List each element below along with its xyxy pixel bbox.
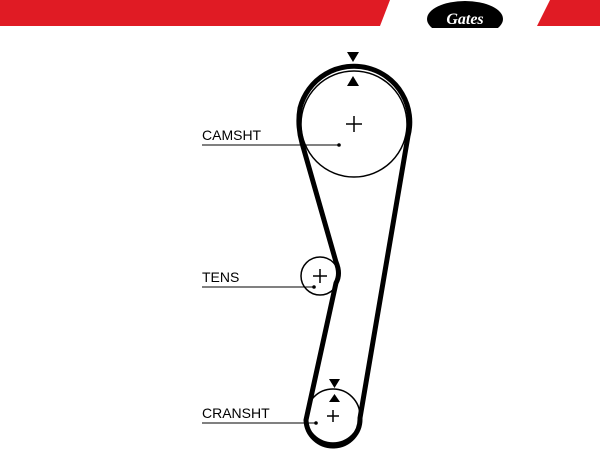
red-banner-left <box>0 0 390 26</box>
tensioner-label: TENS <box>202 269 239 285</box>
camshaft-center-icon <box>346 116 362 132</box>
tensioner-center-icon <box>313 269 327 283</box>
crankshaft-center-icon <box>327 410 339 422</box>
header-banner: Gates <box>0 0 600 28</box>
header-banner-graphic: Gates <box>0 0 600 28</box>
camshaft-timing-mark-lower-icon <box>347 76 359 86</box>
crankshaft-timing-mark-icon <box>329 379 340 388</box>
crankshaft-leader-dot <box>314 421 318 425</box>
red-banner-right <box>537 0 600 26</box>
timing-belt <box>296 63 413 449</box>
brand-logo-text: Gates <box>446 11 483 28</box>
crankshaft-timing-mark-lower-icon <box>329 394 340 402</box>
crankshaft-label: CRANSHT <box>202 405 270 421</box>
tensioner-leader-dot <box>312 285 316 289</box>
camshaft-timing-mark-icon <box>347 52 359 62</box>
camshaft-label: CAMSHT <box>202 127 262 143</box>
camshaft-leader-dot <box>337 143 341 147</box>
brand-logo: Gates <box>427 1 503 28</box>
